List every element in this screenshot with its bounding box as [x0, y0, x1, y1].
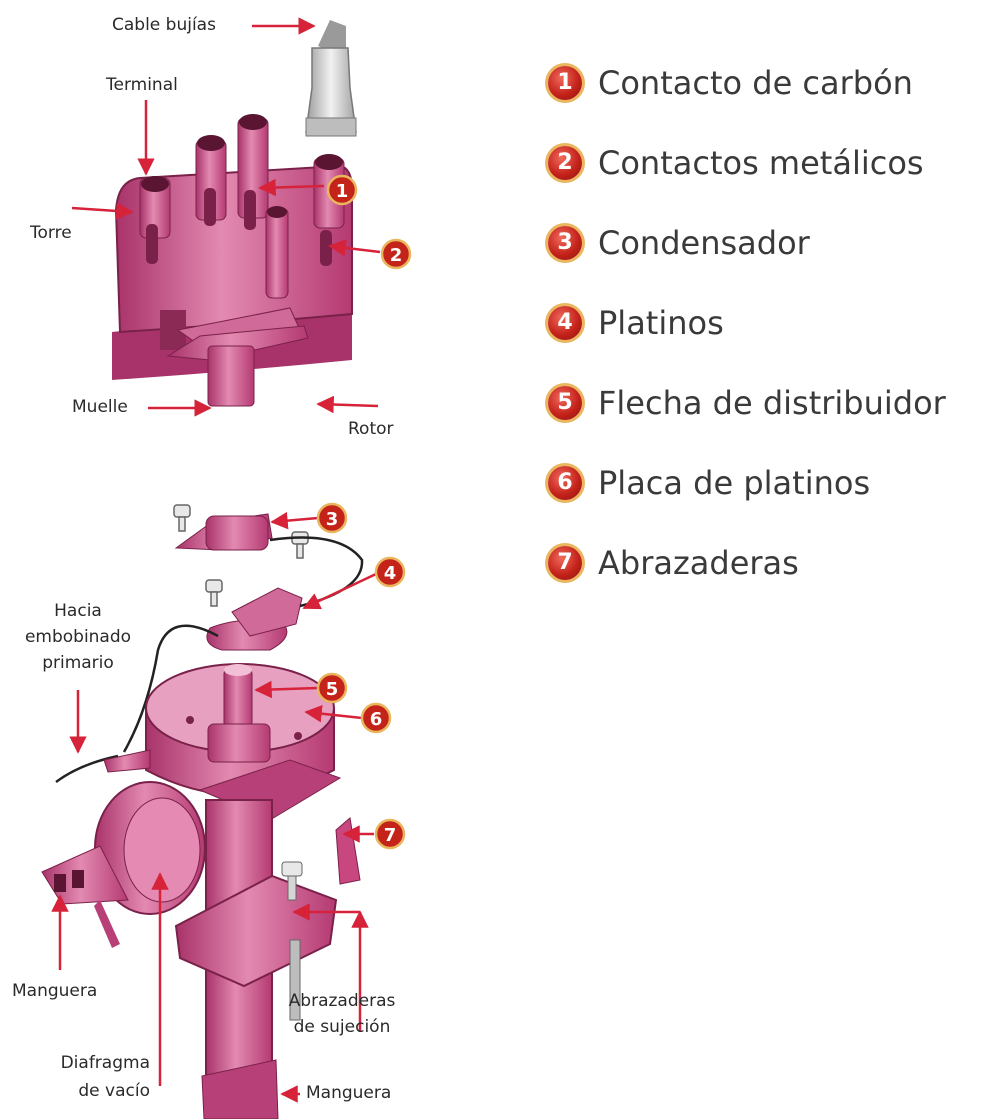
svg-text:5: 5: [326, 679, 339, 700]
label-diafragma-line1: Diafragma: [20, 1052, 150, 1074]
callout-7: 7: [376, 820, 404, 848]
label-manguera-bottom: Manguera: [306, 1082, 391, 1104]
legend-badge: 3: [548, 226, 582, 260]
svg-text:7: 7: [384, 825, 397, 846]
callout-4: 4: [376, 558, 404, 586]
label-abrazaderas-line2: de sujeción: [272, 1016, 412, 1038]
callout-6: 6: [362, 704, 390, 732]
label-rotor: Rotor: [348, 418, 394, 440]
svg-text:6: 6: [370, 709, 383, 730]
legend-badge: 5: [548, 386, 582, 420]
svg-text:3: 3: [326, 509, 339, 530]
label-muelle: Muelle: [72, 396, 128, 418]
label-cable-bujias: Cable bujías: [112, 14, 216, 36]
label-hacia-line3: primario: [4, 652, 152, 674]
distributor-body: [42, 664, 360, 1119]
breaker-points: [207, 588, 302, 650]
label-torre: Torre: [30, 222, 72, 244]
legend-label: Abrazaderas: [598, 544, 799, 582]
callout-2: 2: [382, 240, 410, 268]
legend-label: Placa de platinos: [598, 464, 870, 502]
legend-badge: 6: [548, 466, 582, 500]
legend-badge: 7: [548, 546, 582, 580]
label-hacia-line2: embobinado: [4, 626, 152, 648]
legend-badge: 4: [548, 306, 582, 340]
label-abrazaderas-line1: Abrazaderas: [272, 990, 412, 1012]
svg-text:1: 1: [336, 181, 349, 202]
legend-label: Contacto de carbón: [598, 64, 913, 102]
legend-label: Condensador: [598, 224, 810, 262]
legend-label: Contactos metálicos: [598, 144, 924, 182]
callout-5: 5: [318, 674, 346, 702]
svg-text:2: 2: [390, 245, 403, 266]
label-hacia-line1: Hacia: [4, 600, 152, 622]
callout-1: 1: [328, 176, 356, 204]
label-diafragma-line2: de vacío: [20, 1080, 150, 1102]
legend-badge: 1: [548, 66, 582, 100]
callout-3: 3: [318, 504, 346, 532]
legend-label: Platinos: [598, 304, 724, 342]
condenser: [176, 514, 272, 550]
legend-label: Flecha de distribuidor: [598, 384, 946, 422]
legend-badge: 2: [548, 146, 582, 180]
svg-text:4: 4: [384, 563, 397, 584]
label-manguera-left: Manguera: [12, 980, 97, 1002]
spark-plug-cable: [306, 20, 356, 136]
label-terminal: Terminal: [106, 74, 178, 96]
